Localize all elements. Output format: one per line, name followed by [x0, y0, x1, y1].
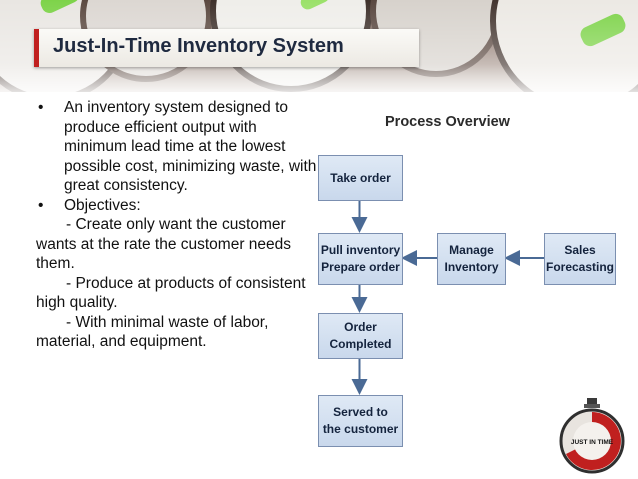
node-label: the customer [322, 422, 399, 436]
node-sales-forecasting: Sales Forecasting [544, 233, 616, 285]
bullet-text: An inventory system designed to produce … [64, 99, 317, 194]
node-label: Completed [329, 337, 392, 351]
node-label: Prepare order [321, 260, 400, 274]
node-label: Forecasting [545, 260, 614, 274]
bullet-item: • An inventory system designed to produc… [36, 98, 321, 196]
objective-text: - Produce at products of consistent high… [36, 274, 306, 312]
node-label: Served to [333, 405, 388, 419]
bullet-symbol: • [38, 99, 44, 116]
objective-item: - Create only want the customer wants at… [36, 215, 321, 274]
logo-text: JUST IN TIME [571, 439, 614, 446]
body-text: • An inventory system designed to produc… [36, 98, 321, 352]
node-label: Order [344, 320, 377, 334]
title-bar: Just-In-Time Inventory System [34, 29, 419, 67]
bullet-item: • Objectives: [36, 196, 321, 216]
node-label: Inventory [444, 260, 499, 274]
objective-text: - With minimal waste of labor, material,… [36, 313, 269, 351]
objective-text: - Create only want the customer wants at… [36, 216, 292, 272]
node-manage-inventory: Manage Inventory [437, 233, 506, 285]
objective-item: - Produce at products of consistent high… [36, 274, 321, 313]
stopwatch-icon: JUST IN TIME [559, 398, 625, 474]
slide-title: Just-In-Time Inventory System [53, 35, 344, 57]
node-label: Manage [449, 243, 494, 257]
node-pull-inventory: Pull inventory Prepare order [318, 233, 403, 285]
node-served-to-customer: Served to the customer [318, 395, 403, 447]
node-take-order: Take order [318, 155, 403, 201]
bullet-symbol: • [38, 196, 44, 214]
bullet-text: Objectives: [64, 196, 141, 214]
diagram-title: Process Overview [385, 114, 510, 130]
node-order-completed: Order Completed [318, 313, 403, 359]
node-label: Sales [564, 243, 596, 257]
objective-item: - With minimal waste of labor, material,… [36, 313, 321, 352]
node-label: Pull inventory [320, 243, 401, 257]
node-label: Take order [330, 170, 391, 185]
